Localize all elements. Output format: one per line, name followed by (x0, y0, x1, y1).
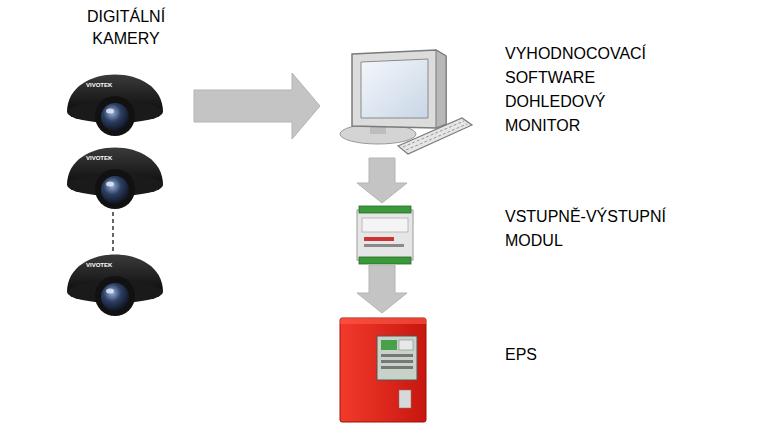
computer-node: VYHODNOCOVACÍ SOFTWARE DOHLEDOVÝ MONITOR (320, 40, 690, 158)
dome-camera-part (95, 96, 135, 136)
camera-group: DIGITÁLNÍ KAMERY (58, 6, 194, 324)
dome-camera-part (101, 283, 129, 311)
fire-alarm-panel-part (381, 360, 413, 363)
computer-icon-part (436, 50, 446, 128)
io-module-part (364, 237, 394, 241)
brand-logo: VIVOTEK (86, 82, 112, 89)
computer-icon-part (361, 59, 428, 118)
io-module-part (362, 218, 408, 232)
node-label: EPS (505, 343, 555, 367)
dome-camera (67, 75, 163, 137)
dome-camera-part (106, 289, 114, 294)
brand-logo: VIVOTEK (86, 262, 112, 269)
fire-alarm-panel-part (340, 318, 426, 422)
io-module-part (359, 206, 411, 213)
computer-icon (340, 50, 472, 154)
brand-logo: VIVOTEK (86, 155, 112, 162)
io-module-part (359, 257, 411, 264)
dome-camera (67, 148, 163, 210)
fire-alarm-panel-part (381, 366, 413, 369)
computer-icon-part (403, 121, 467, 150)
node-label: VSTUPNĚ-VÝSTUPNÍ MODUL (505, 205, 705, 253)
dome-camera-part (106, 182, 114, 187)
node-label: DIGITÁLNÍ KAMERY (66, 6, 186, 50)
dome-camera-part (95, 276, 135, 316)
dome-camera-part (106, 109, 114, 114)
io-module-part (364, 244, 404, 247)
io-module (357, 206, 413, 264)
dome-camera-part (101, 103, 129, 131)
fire-alarm-panel (340, 318, 426, 422)
io-module-node: VSTUPNĚ-VÝSTUPNÍ MODUL (345, 203, 709, 265)
fire-alarm-panel-part (381, 340, 397, 350)
fire-alarm-panel-part (381, 354, 413, 357)
io-module-part (357, 210, 413, 260)
continuation-line (112, 212, 114, 252)
flow-arrow (357, 158, 407, 203)
computer-icon-part (398, 118, 472, 154)
fire-alarm-panel-part (340, 318, 426, 324)
dome-camera-part (95, 169, 135, 209)
node-label: VYHODNOCOVACÍ SOFTWARE DOHLEDOVÝ MONITOR (505, 42, 685, 138)
flow-arrow (194, 73, 320, 139)
eps-node: EPS (335, 313, 565, 425)
dome-camera (67, 255, 163, 317)
fire-alarm-panel-part (399, 340, 413, 350)
flow-arrow (357, 265, 407, 313)
fire-alarm-panel-part (377, 336, 417, 380)
fire-alarm-panel-part (399, 390, 411, 408)
computer-icon-part (352, 50, 446, 128)
dome-camera-part (101, 176, 129, 204)
